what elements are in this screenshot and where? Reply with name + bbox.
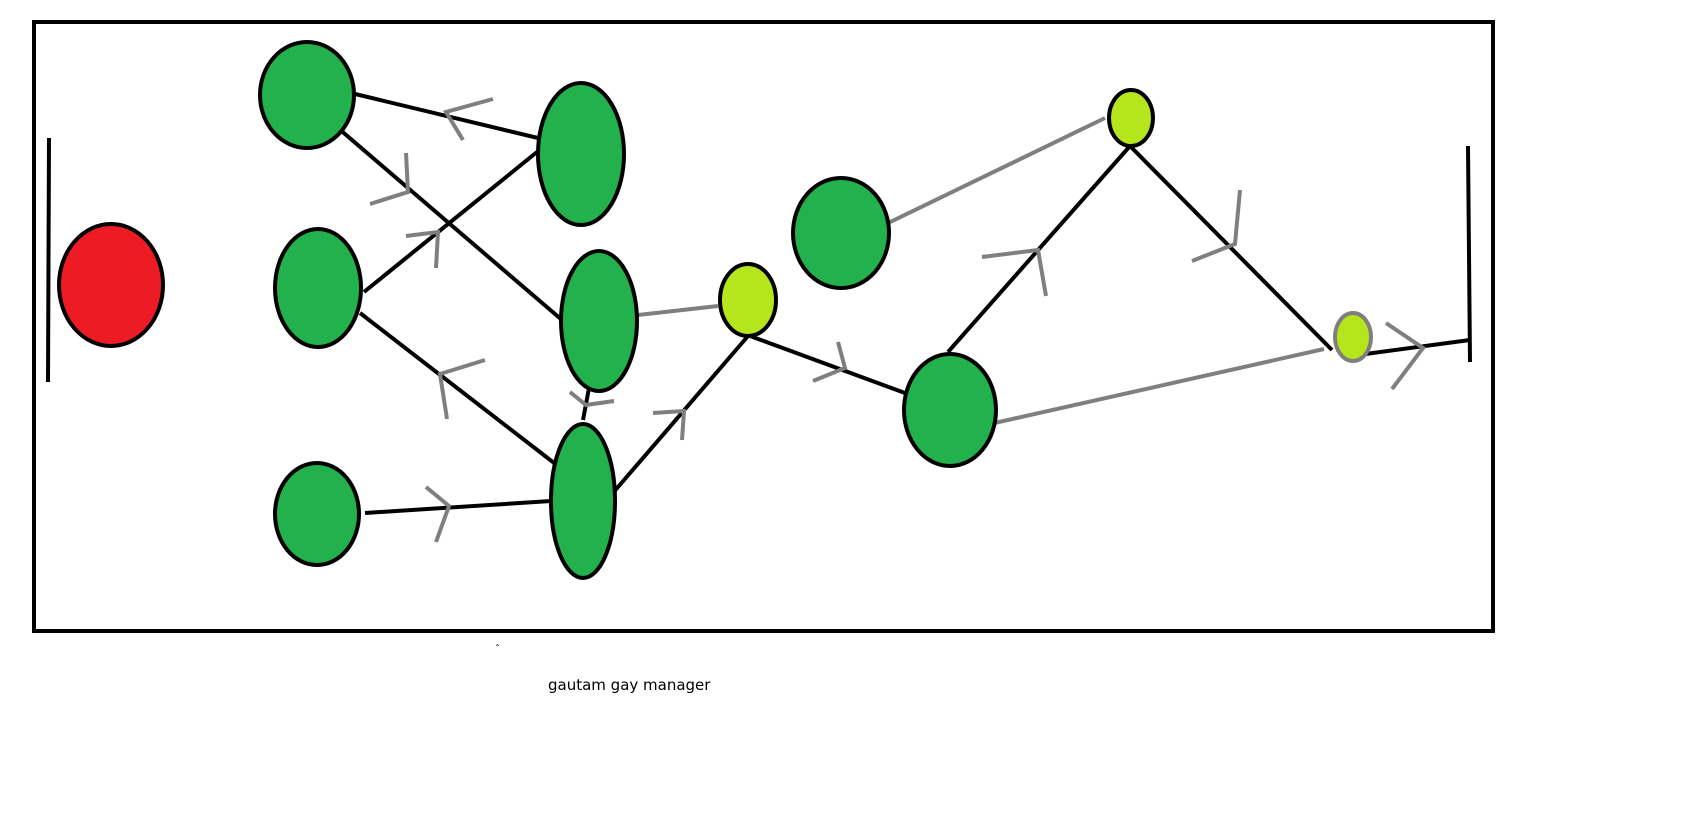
diagram-caption: gautam gay manager — [548, 676, 711, 694]
green-node — [559, 249, 639, 393]
right-wall — [1466, 145, 1472, 363]
nodes — [57, 40, 1373, 580]
arrowhead — [981, 247, 1048, 297]
red-node — [57, 222, 165, 348]
arrowhead — [424, 485, 452, 543]
edge — [610, 334, 750, 496]
arrowhead — [812, 341, 848, 383]
diagram-frame — [32, 20, 1495, 633]
edge — [989, 347, 1325, 426]
arrowheads — [369, 97, 1426, 543]
lime-node — [718, 262, 778, 338]
arrowhead — [652, 408, 687, 441]
arrowhead — [568, 390, 615, 408]
arrowhead — [405, 229, 441, 269]
arrowhead — [1191, 189, 1242, 263]
green-node — [258, 40, 356, 150]
left-wall — [46, 137, 51, 383]
green-node — [273, 461, 361, 567]
arrowhead — [369, 152, 411, 206]
edge — [749, 334, 906, 395]
edge — [362, 150, 539, 294]
edge — [1357, 338, 1471, 357]
arrowhead — [437, 358, 486, 420]
green-node — [273, 227, 363, 349]
arrowhead — [442, 97, 494, 142]
lime-node — [1333, 311, 1373, 363]
green-node — [791, 176, 891, 290]
edge — [637, 304, 719, 317]
edge — [358, 311, 560, 468]
edge — [364, 499, 552, 515]
green-node — [536, 81, 626, 227]
lime-node — [1107, 88, 1155, 148]
arrowhead — [1384, 321, 1426, 391]
green-node — [902, 352, 998, 468]
caret-mark: ˆ — [495, 644, 500, 655]
green-node — [549, 422, 617, 580]
edge — [883, 116, 1106, 227]
edges — [336, 92, 1471, 515]
edge — [1128, 144, 1334, 352]
